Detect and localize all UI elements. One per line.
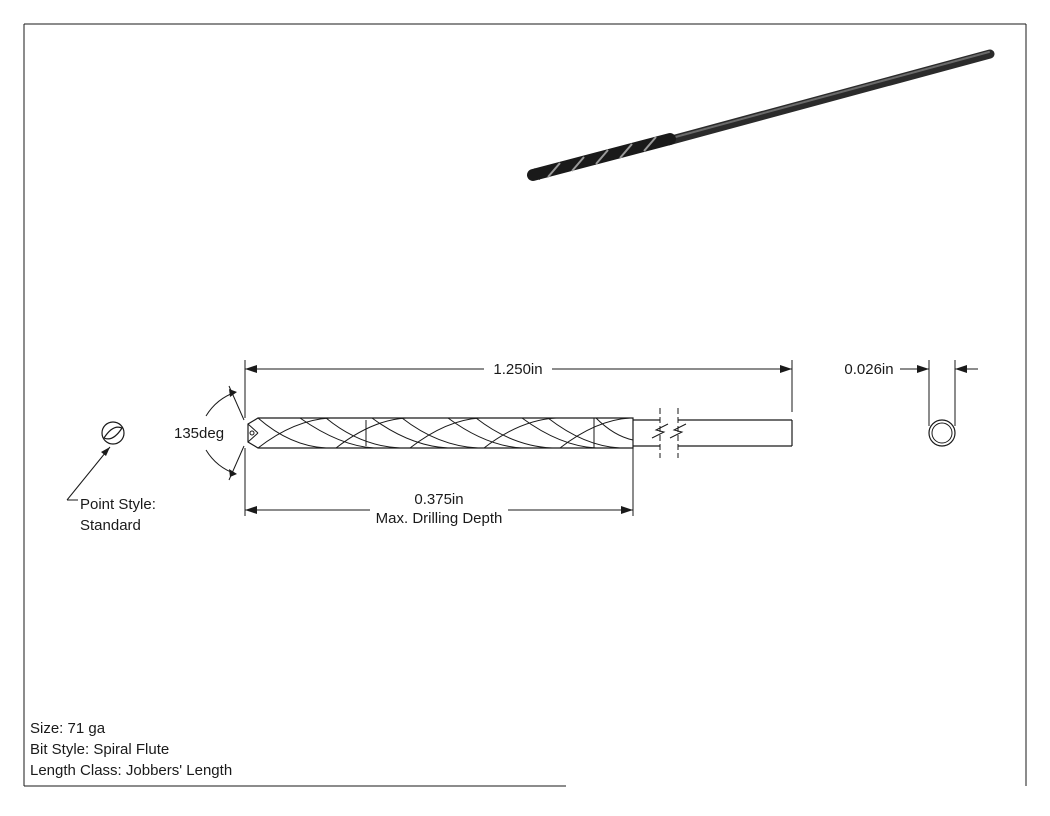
- break-lines: [651, 408, 687, 458]
- diameter-arrow-left-icon: [917, 365, 929, 373]
- isometric-drill-view: [527, 49, 995, 181]
- drilling-depth-label: Max. Drilling Depth: [376, 510, 503, 527]
- overall-length-label: 1.250in: [493, 361, 542, 378]
- point-style-note: Point Style: Standard: [80, 494, 156, 536]
- spec-bit-style: Bit Style: Spiral Flute: [30, 741, 170, 758]
- angle-arrow-bottom-icon: [229, 469, 237, 477]
- depth-arrow-right-icon: [621, 506, 633, 514]
- drill-side-view: [247, 408, 793, 458]
- overall-length-dimension: [244, 360, 793, 418]
- drawing-border: [23, 23, 1027, 787]
- spec-length-class: Length Class: Jobbers' Length: [30, 762, 233, 779]
- point-style-value: Standard: [80, 517, 141, 534]
- point-style-leader: [66, 446, 111, 501]
- spec-size: Size: 71 ga: [30, 720, 106, 737]
- diameter-label: 0.026in: [844, 361, 893, 378]
- point-style-title: Point Style:: [80, 496, 156, 513]
- spec-block: Size: 71 ga Bit Style: Spiral Flute Leng…: [30, 718, 232, 781]
- drill-end-view: [928, 419, 956, 447]
- point-style-icon: [101, 421, 125, 445]
- length-arrow-right-icon: [780, 365, 792, 373]
- depth-arrow-left-icon: [245, 506, 257, 514]
- drilling-depth-value: 0.375in: [414, 491, 463, 508]
- drilling-depth-dimension: [244, 448, 634, 516]
- length-arrow-left-icon: [245, 365, 257, 373]
- point-angle-label: 135deg: [174, 425, 224, 442]
- diameter-arrow-right-icon: [955, 365, 967, 373]
- angle-arrow-top-icon: [229, 389, 237, 397]
- leader-arrow-icon: [101, 447, 110, 456]
